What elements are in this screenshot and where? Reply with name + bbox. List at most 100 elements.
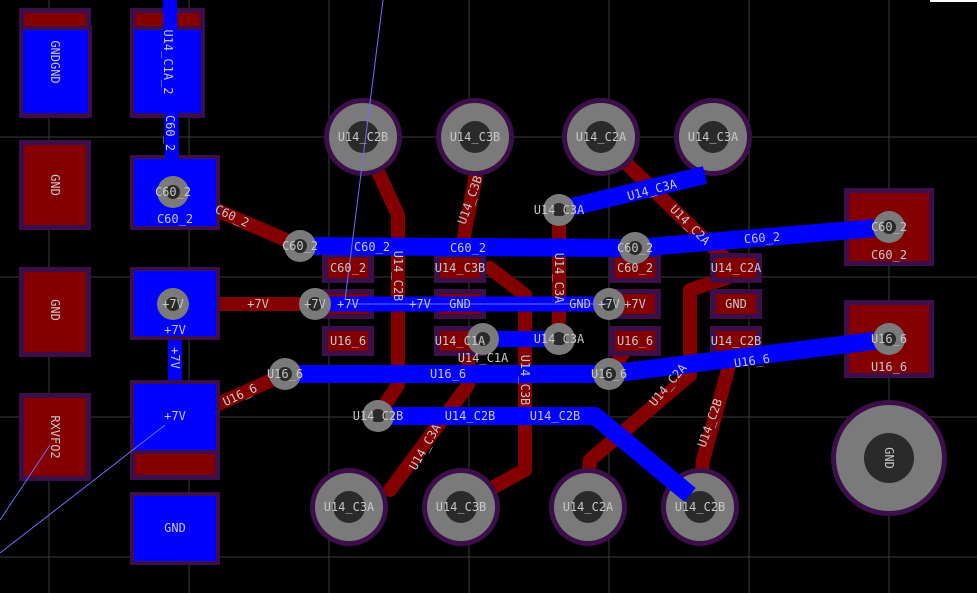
trace-label: C60_2 (354, 240, 390, 254)
pad-label: GND (48, 299, 62, 321)
th-pad-label: U14_C3A (688, 130, 739, 144)
ratsnest-line (0, 444, 51, 521)
drill-hole (585, 121, 617, 153)
th-pad-label: U14_C2B (675, 500, 726, 514)
th-pad-label: U14_C2A (563, 500, 614, 514)
drill-hole (459, 121, 491, 153)
via-label: C60_2 (282, 239, 318, 253)
front-copper-trace[interactable] (198, 198, 307, 253)
via-drill (602, 367, 616, 381)
th-pad-label: U14_C2B (338, 130, 389, 144)
via-label: C60_2 (871, 220, 907, 234)
trace-label: U14_C2B (391, 251, 405, 302)
front-copper-trace[interactable] (581, 268, 743, 487)
smd-pad[interactable] (24, 398, 86, 476)
trace-label: C60_2 (163, 115, 177, 151)
pad-label: U14_C3B (435, 261, 486, 275)
via-label: U16_6 (591, 367, 627, 381)
pad-label: RXVFO2 (48, 415, 62, 458)
trace-label: U14_C3B (455, 174, 485, 226)
pad-label: +7V (164, 409, 186, 423)
via-drill (166, 185, 180, 199)
back-copper-trace[interactable] (378, 407, 696, 502)
trace-label: U14_C3A (406, 421, 444, 472)
smd-pad-back[interactable] (134, 496, 216, 561)
smd-pad[interactable] (24, 272, 86, 352)
via-drill (552, 332, 566, 346)
small-pad[interactable] (328, 331, 368, 351)
small-pad[interactable] (716, 294, 756, 314)
trace-label: U16_6 (733, 352, 771, 371)
small-pad[interactable] (716, 331, 756, 351)
back-copper-trace[interactable] (163, 0, 179, 161)
pad-label: U14_C2B (711, 334, 762, 348)
small-pad[interactable] (716, 258, 756, 278)
th-pad-label: U14_C3B (436, 500, 487, 514)
via-label: U16_6 (871, 332, 907, 346)
pad-label: U16_6 (330, 334, 366, 348)
pad-label: C60_2 (330, 261, 366, 275)
th-pad-label: U14_C2A (576, 130, 627, 144)
th-pad-label: GND (882, 447, 896, 469)
pad-label: U16_6 (871, 360, 907, 374)
drill-hole (572, 491, 604, 523)
pad-label: C60_2 (617, 261, 653, 275)
small-pad[interactable] (615, 258, 655, 278)
via-label: +7V (162, 297, 184, 311)
drill-hole (697, 121, 729, 153)
small-pad[interactable] (440, 258, 480, 278)
via-label: U14_C3A (534, 203, 585, 217)
drill-hole (864, 433, 914, 483)
drill-hole (347, 121, 379, 153)
trace-label: GND (569, 297, 591, 311)
via-label: C60_2 (617, 241, 653, 255)
via-label: C60_2 (155, 185, 191, 199)
ratsnest-line (0, 424, 166, 554)
via-drill (293, 239, 307, 253)
smd-pad-back[interactable] (23, 30, 88, 113)
pad-label: GND (164, 521, 186, 535)
selection-marker (930, 0, 977, 2)
pad-label: +7V (164, 323, 186, 337)
pad-label: GND (48, 174, 62, 196)
th-pad-label: U14_C3A (324, 500, 375, 514)
pads-layer (19, 8, 947, 565)
drill-hole (333, 491, 365, 523)
via-drill (476, 332, 490, 346)
smd-pad[interactable] (24, 145, 86, 225)
back-copper-trace[interactable] (285, 330, 891, 383)
trace-label: U14_C3A (552, 253, 566, 304)
pad-label: U14_C2A (711, 261, 762, 275)
via-label: +7V (598, 297, 620, 311)
pad-label: U14_C1A_2 (161, 29, 175, 94)
via-drill (308, 297, 322, 311)
pad-label: +7V (624, 297, 646, 311)
trace-label: +7V (409, 297, 431, 311)
pad-label: C60_2 (157, 212, 193, 226)
back-copper-trace[interactable] (556, 166, 708, 219)
pad-label: GND (449, 297, 471, 311)
ratsnest-line (344, 0, 384, 301)
pad-label: GND (725, 297, 747, 311)
th-pad-label: U14_C3B (450, 130, 501, 144)
pad-label: +7V (337, 297, 359, 311)
via-drill (882, 220, 896, 234)
trace-label: U14_C2B (445, 409, 496, 423)
small-pad[interactable] (615, 294, 655, 314)
small-pad[interactable] (328, 258, 368, 278)
pad-label: U14_C1A (435, 334, 486, 348)
pad-label: C60_2 (871, 248, 907, 262)
drill-hole (684, 491, 716, 523)
small-pad[interactable] (615, 331, 655, 351)
trace-label: U16_6 (430, 367, 466, 381)
via-drill (166, 297, 180, 311)
vias-layer (157, 176, 905, 432)
via-drill (628, 241, 642, 255)
via-label: U14_C1A (458, 351, 509, 365)
trace-label: U14_C3B (518, 355, 532, 406)
pad-label: U16_6 (617, 334, 653, 348)
via-drill (882, 332, 896, 346)
trace-label: +7V (247, 297, 269, 311)
trace-label: C60_2 (450, 241, 486, 255)
